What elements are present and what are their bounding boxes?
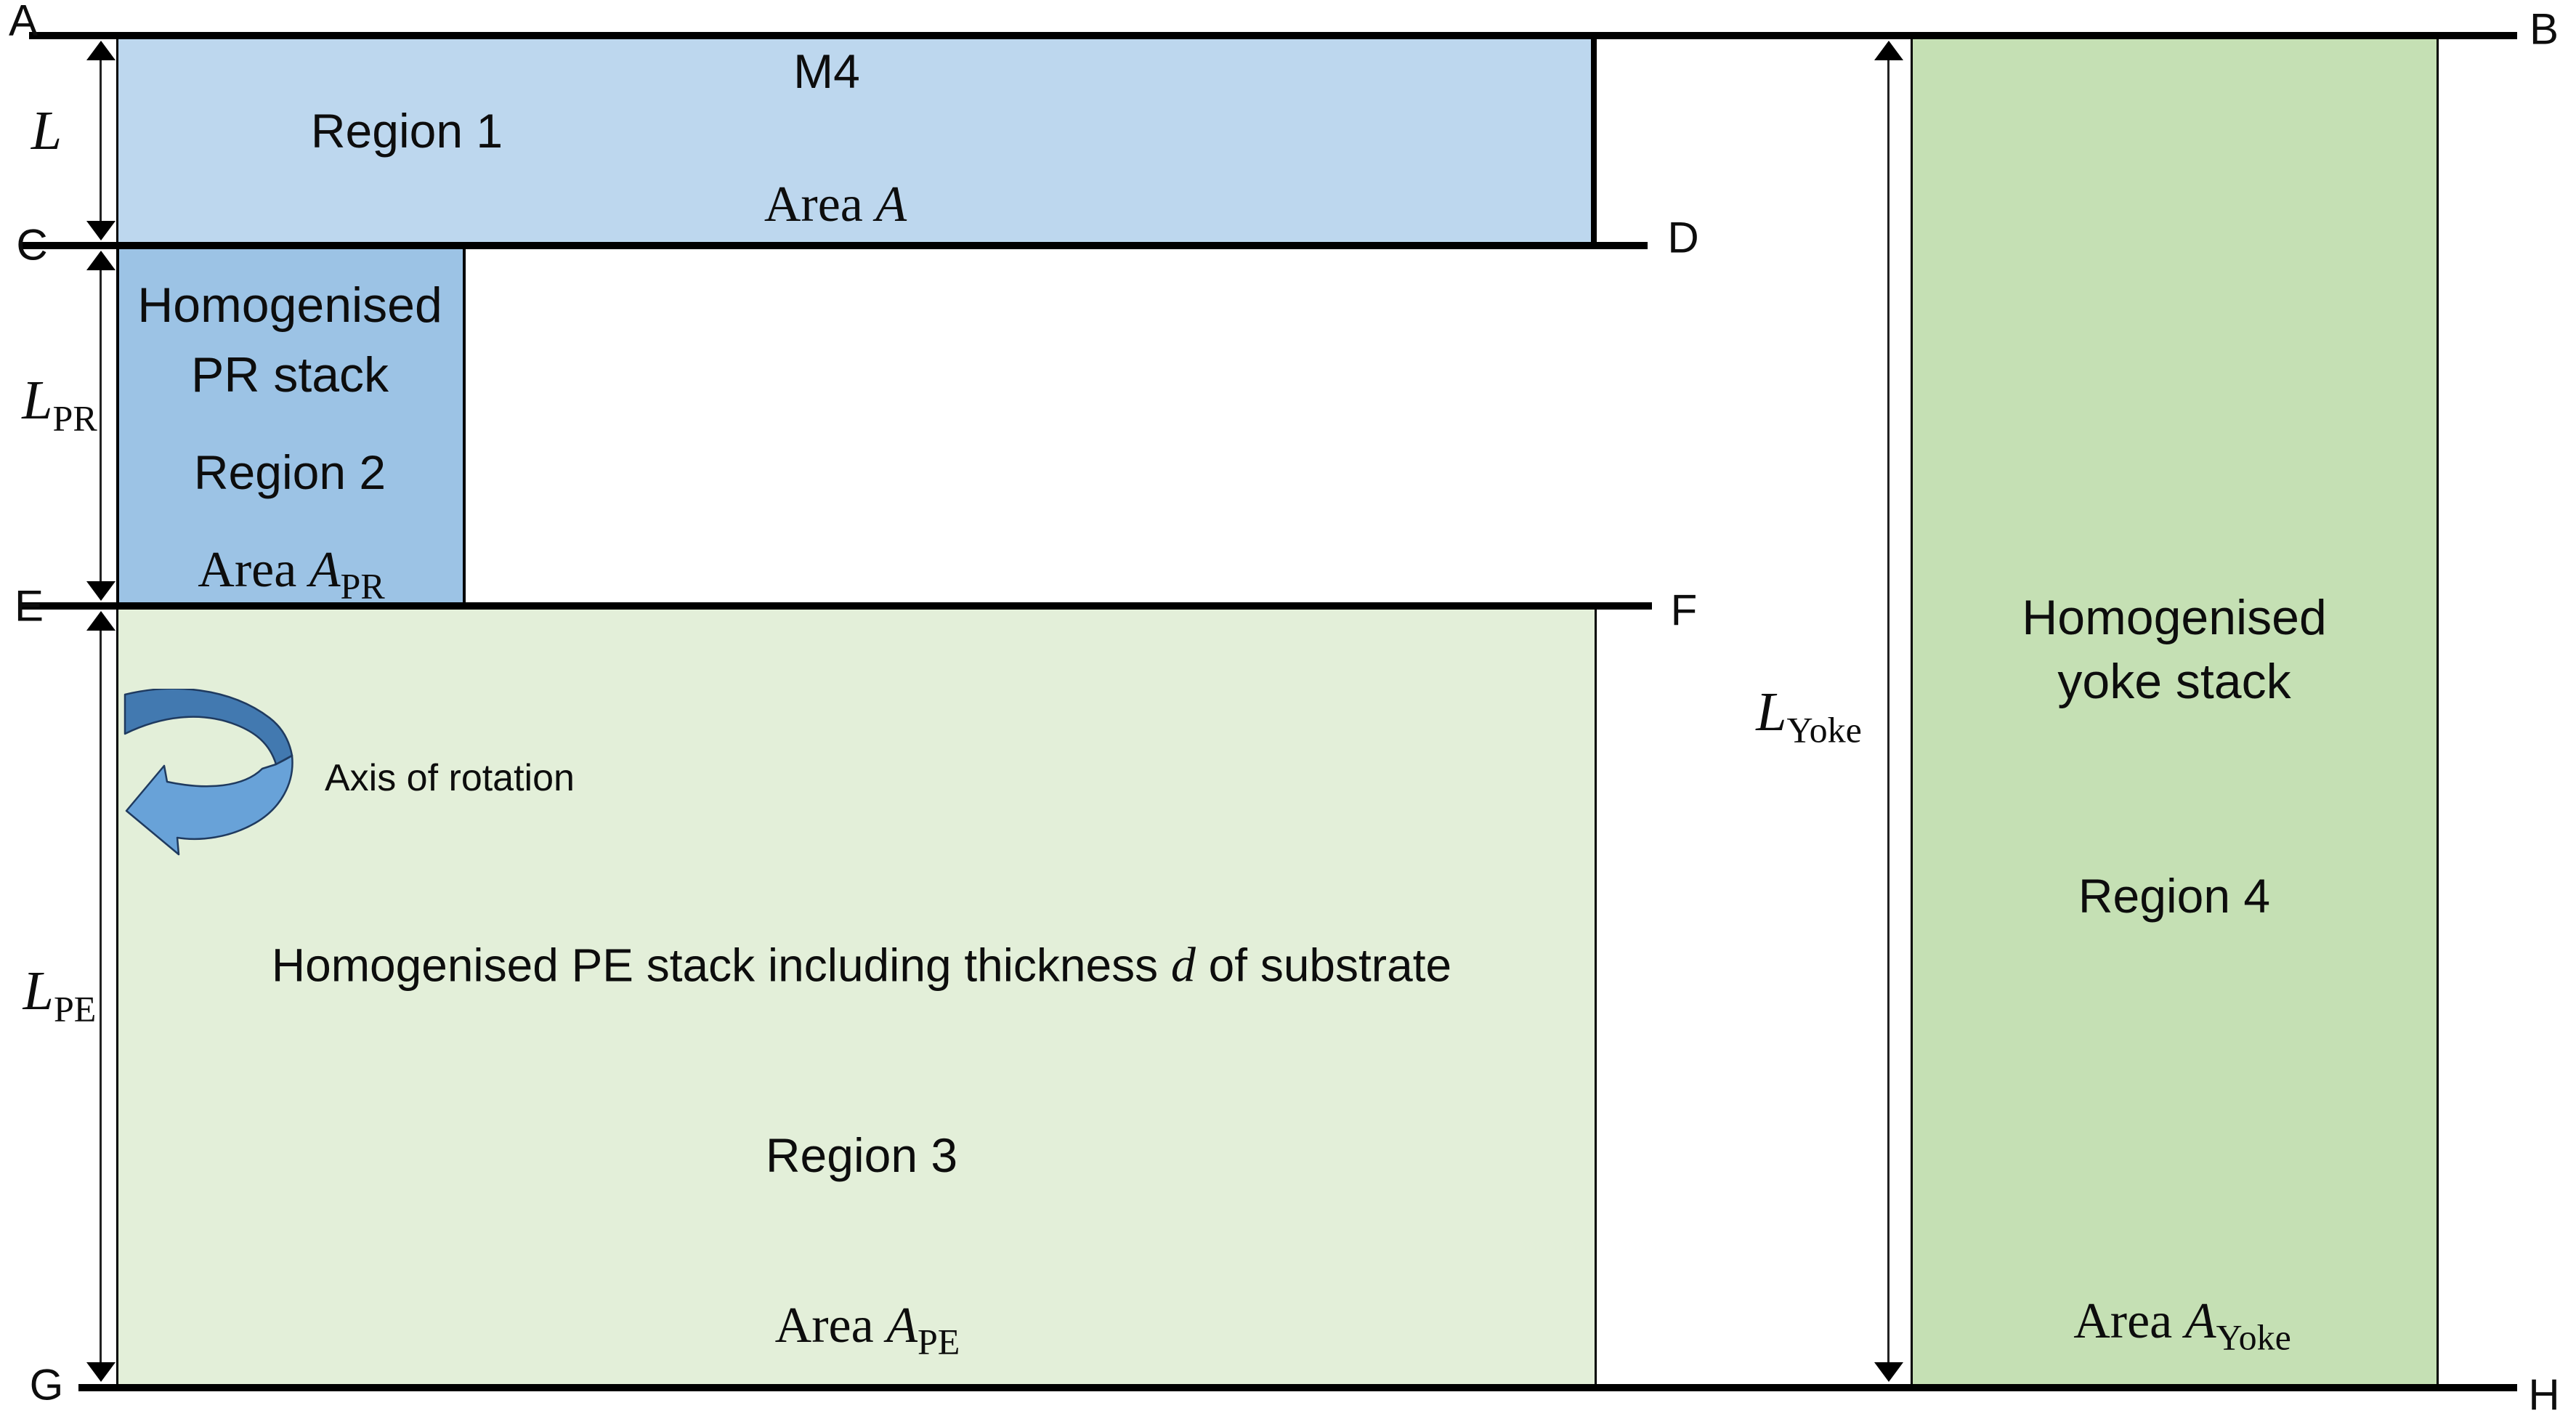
dim-arrow-LYoke-head-bottom — [1874, 1362, 1903, 1382]
region3-box — [116, 610, 1597, 1384]
dim-label-LYoke-sub: Yoke — [1786, 709, 1862, 751]
axis-of-rotation-label: Axis of rotation — [325, 757, 575, 799]
region3-desc-after: of substrate — [1208, 939, 1452, 992]
point-label-h: H — [2528, 1370, 2560, 1420]
dim-label-LPE-sub: PE — [53, 988, 97, 1029]
dim-label-LYoke: LYoke — [1756, 681, 1862, 751]
region4-stack-line2: yoke stack — [2057, 654, 2291, 709]
region2-area-label: Area APR — [198, 541, 384, 607]
region3-desc-before: Homogenised PE stack including thickness — [271, 939, 1159, 992]
dim-label-LPR-symbol: L — [22, 369, 53, 431]
region1-area-word: Area — [764, 177, 863, 232]
region3-description: Homogenised PE stack including thickness… — [272, 936, 1451, 994]
dim-label-LPR: LPR — [22, 369, 97, 440]
point-label-c: C — [16, 220, 48, 270]
point-label-e: E — [14, 581, 44, 631]
dim-arrow-LYoke-line — [1887, 44, 1890, 1367]
dim-arrow-LPE-head-bottom — [86, 1362, 116, 1382]
point-label-d: D — [1667, 213, 1699, 262]
region4-stack-line1: Homogenised — [2022, 590, 2327, 645]
dim-arrow-L-line — [100, 44, 102, 223]
line-CD — [20, 242, 1648, 249]
region3-name-label: Region 3 — [765, 1128, 958, 1182]
region3-area-word: Area — [774, 1297, 874, 1354]
point-label-g: G — [29, 1360, 64, 1409]
point-label-b: B — [2529, 4, 2559, 54]
region4-box — [1911, 39, 2439, 1384]
region1-material-label: M4 — [793, 44, 860, 98]
dim-label-LPR-sub: PR — [52, 397, 97, 439]
region1-name-label: Region 1 — [310, 104, 503, 158]
point-label-f: F — [1670, 586, 1698, 635]
line-GH — [78, 1384, 2517, 1391]
region2-area-symbol: A — [309, 541, 341, 598]
point-label-a: A — [8, 0, 39, 45]
region3-area-label: Area APE — [775, 1297, 960, 1363]
dim-arrow-LPE-head-top — [86, 611, 116, 631]
line-EF — [20, 602, 1652, 610]
dim-arrow-L-head-bottom — [86, 221, 116, 240]
region4-area-label: Area AYoke — [2073, 1292, 2291, 1359]
dim-label-L: L — [31, 100, 62, 170]
region2-stack-line2: PR stack — [190, 347, 389, 402]
region2-area-sub: PR — [340, 565, 385, 607]
dim-arrow-LYoke-head-top — [1874, 41, 1903, 60]
region2-area-word: Area — [198, 541, 297, 598]
dim-arrow-LPR-head-top — [86, 251, 116, 270]
dim-label-L-symbol: L — [31, 100, 62, 161]
region3-area-sub: PE — [917, 1321, 960, 1362]
dim-arrow-LPR-head-bottom — [86, 581, 116, 601]
dim-arrow-LPE-line — [100, 614, 102, 1366]
region2-stack-line1: Homogenised — [137, 278, 442, 333]
dim-label-LYoke-symbol: L — [1756, 681, 1787, 743]
region4-area-sub: Yoke — [2216, 1316, 2291, 1358]
region2-name-label: Region 2 — [193, 445, 386, 499]
line-AB — [29, 32, 2517, 39]
dim-label-LPE-symbol: L — [23, 960, 54, 1022]
region1-area-symbol: A — [875, 177, 907, 232]
region3-area-symbol: A — [886, 1297, 918, 1354]
region4-area-word: Area — [2073, 1292, 2173, 1349]
region4-area-symbol: A — [2184, 1292, 2216, 1349]
region2-box — [116, 249, 466, 602]
region1-box — [116, 39, 1597, 242]
dim-label-LPE: LPE — [23, 960, 97, 1030]
region1-area-label: Area A — [764, 176, 907, 234]
rotation-arrow-icon — [123, 689, 293, 856]
region4-name-label: Region 4 — [2078, 869, 2271, 923]
dim-arrow-LPR-line — [100, 254, 102, 583]
dim-arrow-L-head-top — [86, 41, 116, 60]
region3-desc-symbol: d — [1170, 936, 1196, 992]
